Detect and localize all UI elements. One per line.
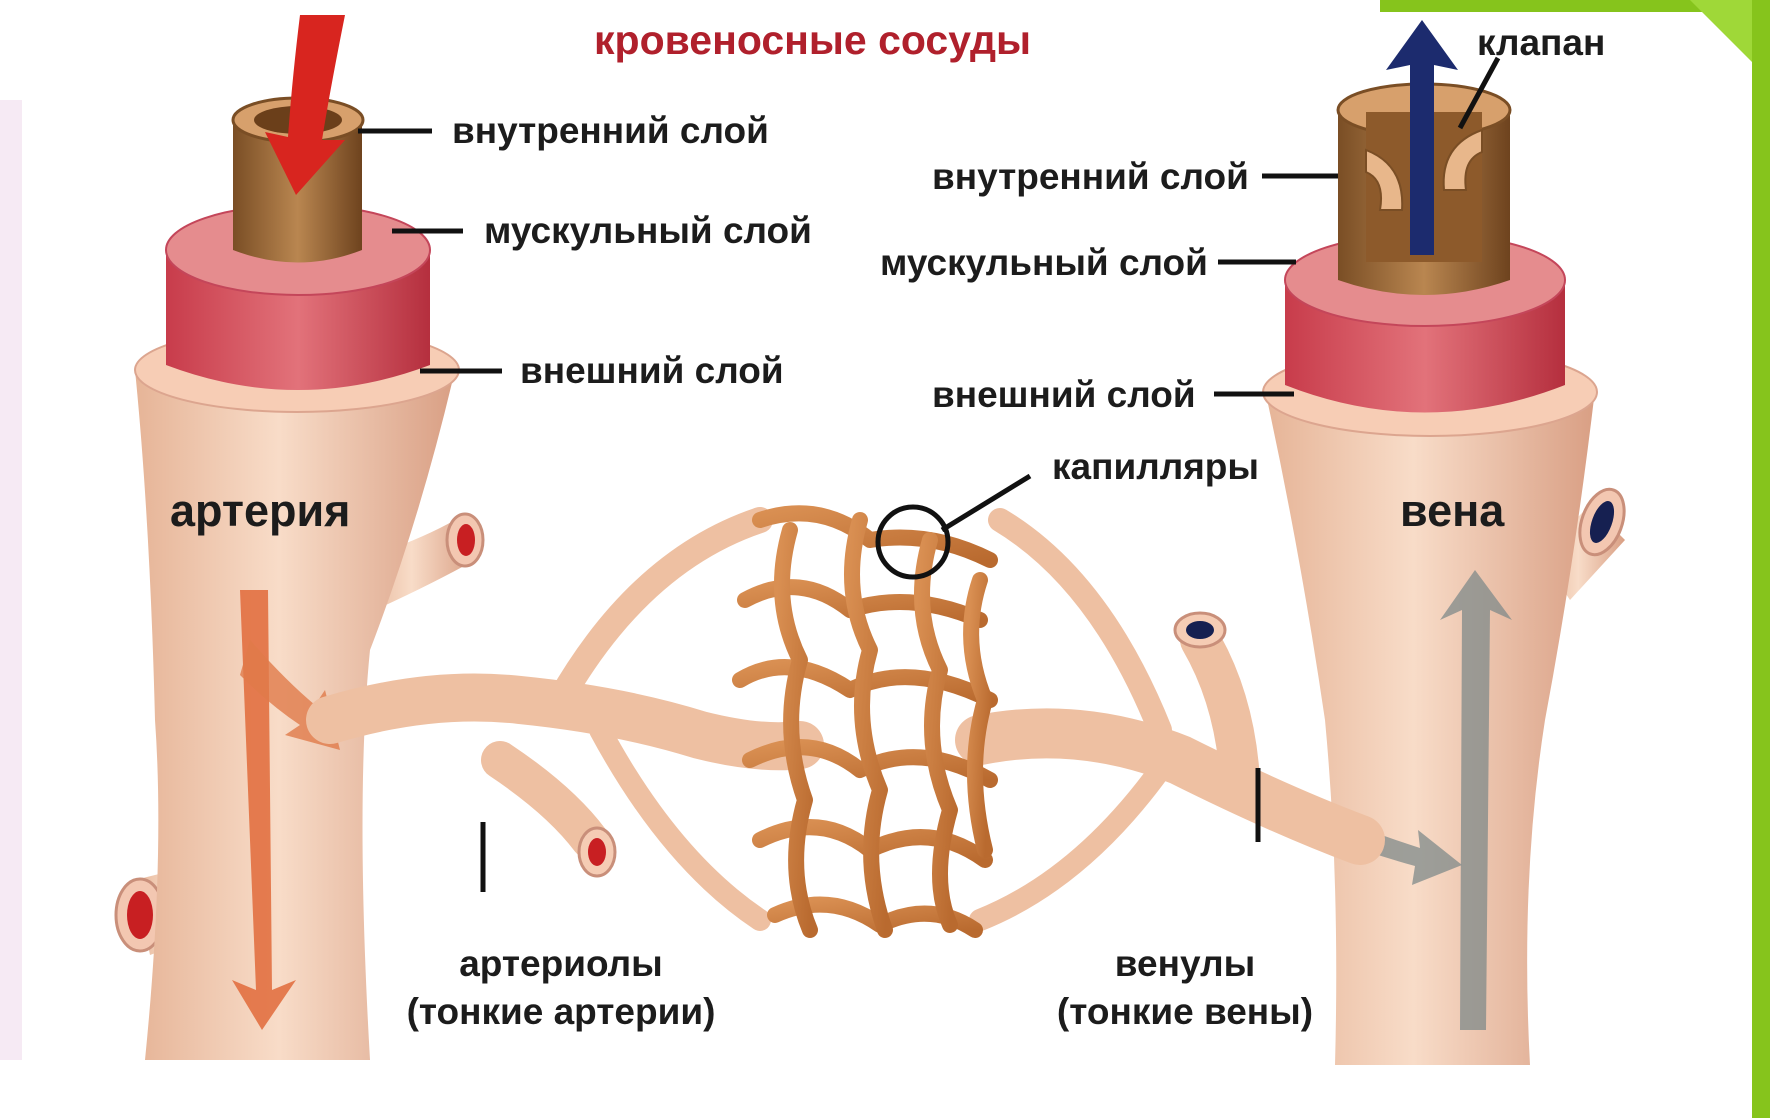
- capillary-strand: [852, 520, 885, 930]
- frame-accent-right: [1752, 0, 1770, 1118]
- artery-outer-layer-label: внешний слой: [520, 352, 784, 389]
- diagram-title: кровеносные сосуды: [594, 20, 1031, 61]
- venules-label: венулы (тонкие вены): [1040, 940, 1330, 1036]
- arteriole-branch: [500, 760, 590, 840]
- capillary-bed: [740, 513, 990, 930]
- artery-label: артерия: [170, 488, 350, 533]
- artery-branch-lower-lumen: [127, 891, 153, 939]
- vein-label: вена: [1400, 488, 1504, 533]
- valve-label: клапан: [1477, 24, 1605, 61]
- venule-lower-branch: [980, 770, 1160, 920]
- frame-accent-corner: [1690, 0, 1752, 62]
- arteriole-upper-branch: [560, 520, 760, 700]
- arterioles-label: артериолы (тонкие артерии): [396, 940, 726, 1036]
- venule-branch-lumen: [1186, 621, 1214, 639]
- venule-main: [980, 733, 1360, 840]
- vein-outer-layer-label: внешний слой: [932, 376, 1196, 413]
- arterioles-label-line1: артериолы: [396, 940, 726, 988]
- arteriole-branch-lumen: [588, 838, 606, 866]
- venules-label-line2: (тонкие вены): [1040, 988, 1330, 1036]
- venules-label-line1: венулы: [1040, 940, 1330, 988]
- artery-branch-upper-lumen: [457, 524, 475, 556]
- vein-inner-layer-label: внутренний слой: [932, 158, 1249, 195]
- artery: [116, 15, 483, 1060]
- venule-upper-branch: [1000, 520, 1160, 730]
- vein-muscle-layer-label: мускульный слой: [880, 244, 1208, 281]
- capillaries-label: капилляры: [1052, 448, 1259, 485]
- artery-inner-layer-label: внутренний слой: [452, 112, 769, 149]
- artery-muscle-layer-label: мускульный слой: [484, 212, 812, 249]
- arterioles-label-line2: (тонкие артерии): [396, 988, 726, 1036]
- left-shading: [0, 100, 22, 1060]
